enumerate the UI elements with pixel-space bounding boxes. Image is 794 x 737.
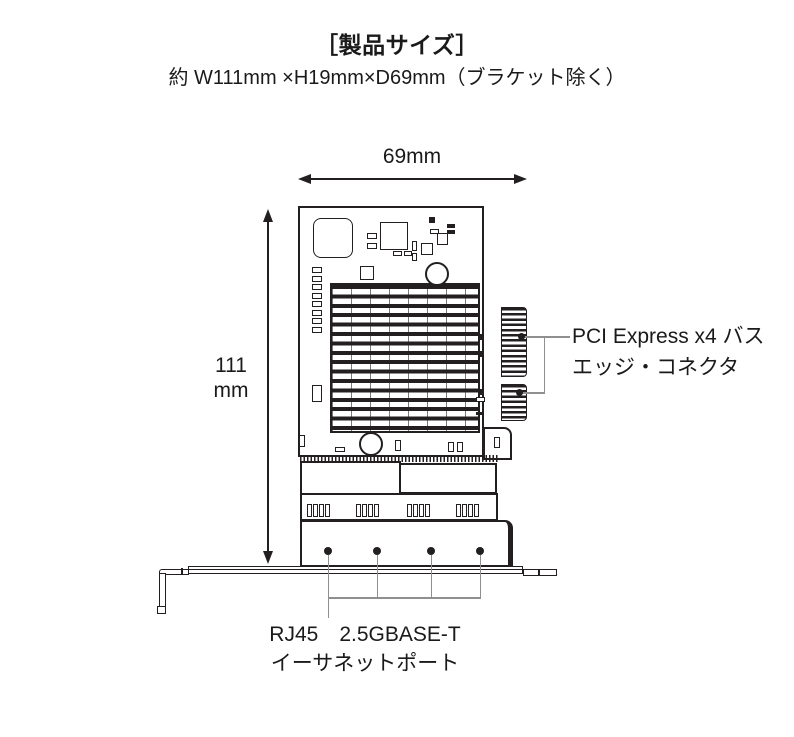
smd-component [412, 241, 417, 251]
led-group [456, 504, 479, 517]
smd-component [367, 233, 377, 239]
smd-component [404, 251, 412, 256]
smd-component [457, 442, 463, 452]
led-indicator [356, 504, 361, 517]
smd-component [448, 442, 454, 452]
heatsink [330, 283, 480, 433]
smd-component [478, 334, 484, 340]
port-shield-left [300, 461, 401, 495]
solder-pad [312, 318, 322, 324]
depth-dimension-label: 69mm [382, 145, 442, 168]
diagram-title: ［製品サイズ］ [315, 32, 479, 58]
bracket-tab-left-vertical [159, 573, 166, 608]
smd-component [494, 437, 500, 448]
ports-label: RJ45 2.5GBASE-T イーサネットポート [269, 623, 461, 675]
smd-component [476, 397, 485, 402]
bracket-seam-right [538, 569, 540, 576]
bracket-tab-left-horizontal [159, 569, 189, 575]
port-shield-right [399, 463, 497, 494]
led-indicator [407, 504, 412, 517]
arrow-bottom-head [263, 551, 273, 564]
smd-component [360, 266, 374, 280]
led-indicator [319, 504, 324, 517]
led-indicator [374, 504, 379, 517]
led-indicator [425, 504, 430, 517]
height-dimension-label: 111 mm [213, 354, 249, 402]
size-summary: 約 W111mm ×H19mm×D69mm（ブラケット除く） [168, 67, 626, 89]
solder-pad [312, 310, 322, 316]
edge-connector-upper [501, 307, 527, 377]
smd-component [312, 385, 322, 402]
smd-component [412, 253, 417, 261]
led-indicator [462, 504, 467, 517]
smd-component [476, 412, 484, 415]
leader-dot [516, 389, 523, 396]
mounting-hole [425, 262, 449, 286]
solder-pad [312, 267, 322, 273]
smd-component [395, 440, 401, 451]
mounting-hole [359, 432, 383, 456]
smd-component [430, 229, 439, 234]
bracket-plate-seam [189, 568, 522, 570]
led-indicator [413, 504, 418, 517]
smd-component [447, 224, 455, 228]
arrow-top-head [263, 209, 273, 222]
chip-large [313, 218, 353, 258]
led-indicator [419, 504, 424, 517]
bracket-seam-left [181, 568, 183, 575]
pcie-label: PCI Express x4 バス エッジ・コネクタ [572, 325, 765, 379]
port-marker [324, 547, 332, 555]
led-group [356, 504, 379, 517]
bracket-plate [188, 566, 523, 574]
solder-pad [312, 301, 322, 307]
led-indicator [313, 504, 318, 517]
led-group [407, 504, 430, 517]
bracket-foot [157, 606, 166, 614]
smd-component [447, 230, 455, 234]
led-indicator [474, 504, 479, 517]
led-indicator [456, 504, 461, 517]
solder-pad [312, 276, 322, 282]
smd-component [367, 243, 377, 249]
solder-pad [312, 327, 322, 333]
smd-component [437, 233, 448, 245]
solder-pad [312, 284, 322, 290]
arrow-left-head [298, 174, 311, 184]
port-housing [300, 520, 513, 567]
leader-dot [518, 333, 525, 340]
port-marker [476, 547, 484, 555]
led-indicator [368, 504, 373, 517]
led-group [307, 504, 330, 517]
smd-component [335, 447, 345, 452]
edge-connector-lower [501, 384, 527, 421]
chip-small [380, 222, 408, 250]
led-indicator [468, 504, 473, 517]
smd-component [478, 389, 484, 395]
led-indicator [325, 504, 330, 517]
pin-row [300, 455, 498, 462]
smd-component [393, 251, 402, 256]
port-marker [427, 547, 435, 555]
smd-component [421, 243, 433, 255]
led-indicator [362, 504, 367, 517]
bracket-tab-right [523, 569, 557, 576]
smd-component [429, 217, 435, 223]
solder-pad [312, 293, 322, 299]
smd-component [478, 351, 484, 357]
arrow-right-head [514, 174, 527, 184]
led-indicator [307, 504, 312, 517]
smd-component [299, 435, 305, 447]
port-marker [373, 547, 381, 555]
